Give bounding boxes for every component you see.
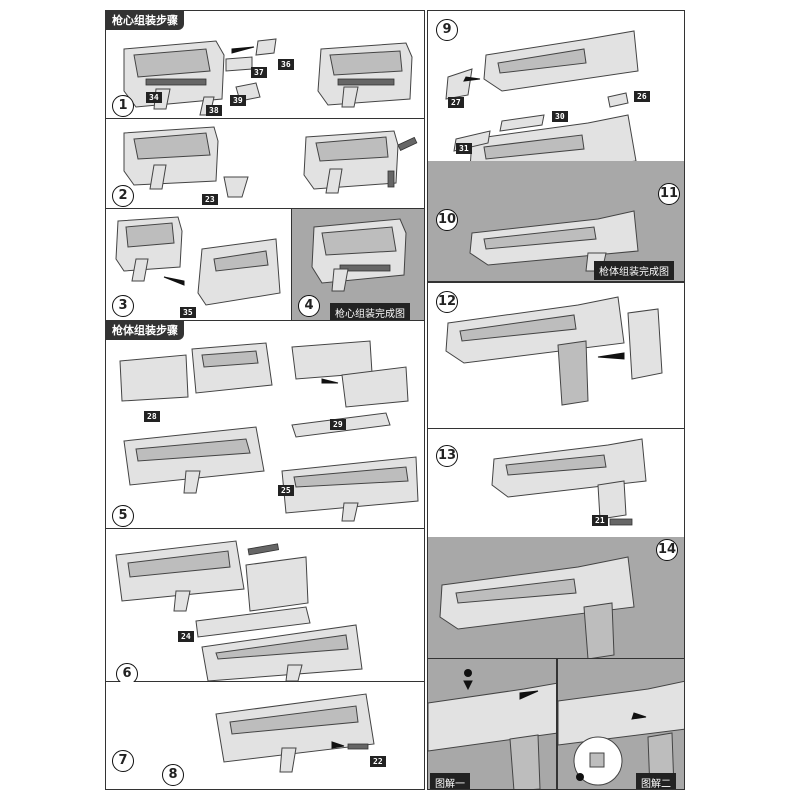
step-5-panel: 枪体组装步骤 28 29 25 5 xyxy=(105,320,425,530)
step-6-panel: 24 6 xyxy=(105,528,425,683)
final-assembly-illustration xyxy=(439,556,635,659)
step-number-12: 12 xyxy=(436,291,458,313)
step-number-5: 5 xyxy=(112,505,134,527)
part-label-23: 23 xyxy=(202,194,218,205)
step-number-11: 11 xyxy=(658,183,680,205)
part-label-39: 39 xyxy=(230,95,246,106)
core-complete-caption: 枪心组装完成图 xyxy=(330,303,410,320)
step-13-14-panel: 21 13 14 xyxy=(427,428,685,660)
part-label-28: 28 xyxy=(144,411,160,422)
part-label-30: 30 xyxy=(552,111,568,122)
step-number-14: 14 xyxy=(656,539,678,561)
step-number-4: 4 xyxy=(298,295,320,317)
step-1-panel: 枪心组装步骤 37 36 34 38 39 1 xyxy=(105,10,425,120)
grip-attach-illustration xyxy=(445,296,663,406)
receiver-parts-illustration xyxy=(123,38,413,116)
part-label-25: 25 xyxy=(278,485,294,496)
step-number-9: 9 xyxy=(436,19,458,41)
step-number-1: 1 xyxy=(112,95,134,117)
step-4-panel: 4 枪心组装完成图 xyxy=(291,208,425,321)
step-7-8-panel: 22 7 8 xyxy=(105,681,425,790)
core-complete-illustration xyxy=(311,218,407,292)
step-number-2: 2 xyxy=(112,185,134,207)
body-complete-caption: 枪体组装完成图 xyxy=(594,261,674,280)
step-12-panel: 12 xyxy=(427,282,685,430)
part-label-29: 29 xyxy=(330,419,346,430)
part-label-36: 36 xyxy=(278,59,294,70)
step-number-6: 6 xyxy=(116,663,138,682)
part-label-24: 24 xyxy=(178,631,194,642)
core-assembly-header: 枪心组装步骤 xyxy=(106,11,184,30)
magazine-insert-illustration xyxy=(491,438,647,526)
step-number-8: 8 xyxy=(162,764,184,786)
slide-spring-illustration xyxy=(115,540,363,682)
step-3-panel: 35 3 xyxy=(105,208,293,321)
part-label-22: 22 xyxy=(370,756,386,767)
step-number-13: 13 xyxy=(436,445,458,467)
diagram-one-illustration xyxy=(428,669,556,789)
diagram-two-caption: 图解二 xyxy=(636,773,676,789)
diagram-one-panel: 图解一 xyxy=(427,658,557,790)
part-label-21: 21 xyxy=(592,515,608,526)
step-number-7: 7 xyxy=(112,750,134,772)
body-complete-illustration xyxy=(469,210,639,272)
slide-stop-illustration xyxy=(215,693,375,773)
step-number-3: 3 xyxy=(112,295,134,317)
frame-insert-illustration xyxy=(115,216,281,306)
trigger-spring-illustration xyxy=(123,126,418,198)
part-label-26: 26 xyxy=(634,91,650,102)
step-14-bg: 14 xyxy=(428,537,684,659)
diagram-two-panel: 图解二 xyxy=(557,658,685,790)
part-label-27: 27 xyxy=(448,97,464,108)
step-2-panel: 23 2 xyxy=(105,118,425,210)
part-label-35: 35 xyxy=(180,307,196,318)
body-assembly-header: 枪体组装步骤 xyxy=(106,321,184,340)
step-9-10-11-panel: 9 27 30 26 31 11 枪体组装完成图 10 xyxy=(427,10,685,282)
step-10-11-bg: 11 枪体组装完成图 xyxy=(428,161,684,281)
part-label-38: 38 xyxy=(206,105,222,116)
instruction-sheet: 枪心组装步骤 37 36 34 38 39 1 xyxy=(105,10,685,790)
part-label-31: 31 xyxy=(456,143,472,154)
step-number-10: 10 xyxy=(436,209,458,231)
diagram-one-caption: 图解一 xyxy=(430,773,470,789)
diagram-two-illustration xyxy=(558,680,684,789)
slide-body-illustration xyxy=(119,340,419,522)
part-label-34: 34 xyxy=(146,92,162,103)
part-label-37: 37 xyxy=(251,67,267,78)
